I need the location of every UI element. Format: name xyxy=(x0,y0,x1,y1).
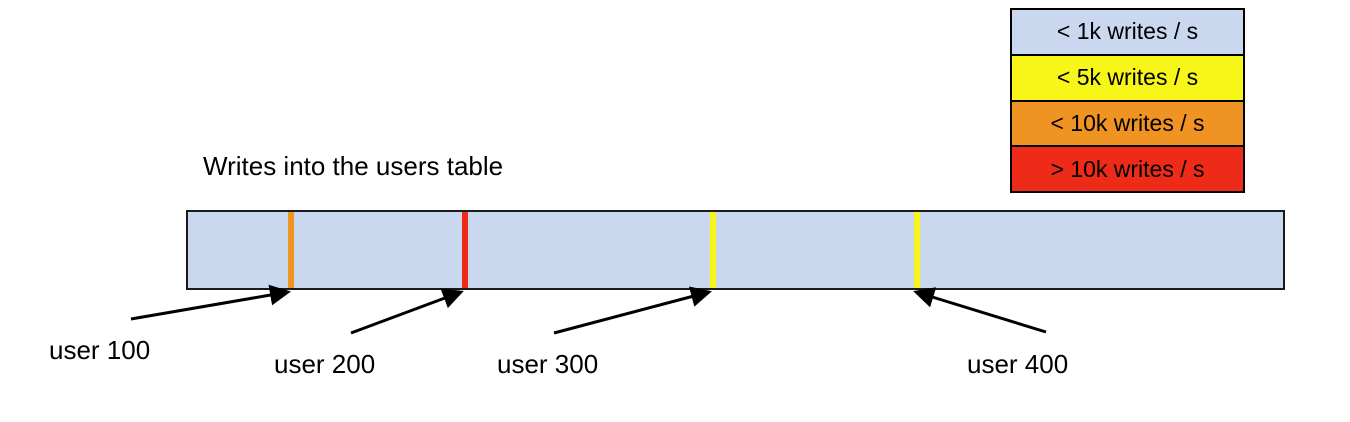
legend-row-under-10k: < 10k writes / s xyxy=(1012,101,1243,148)
callout-label-user-100: user 100 xyxy=(49,335,151,365)
legend-label-over-10k: > 10k writes / s xyxy=(1050,155,1205,182)
legend: < 1k writes / s < 5k writes / s < 10k wr… xyxy=(1010,8,1245,193)
chart-title: Writes into the users table xyxy=(203,151,504,181)
users-table-range-bar xyxy=(186,210,1285,290)
legend-label-under-1k: < 1k writes / s xyxy=(1056,18,1199,45)
callout-arrow-user-400 xyxy=(913,287,1047,334)
legend-row-under-5k: < 5k writes / s xyxy=(1012,55,1243,102)
legend-label-under-5k: < 5k writes / s xyxy=(1056,64,1199,91)
callout-label-user-300: user 300 xyxy=(497,349,599,379)
legend-row-over-10k: > 10k writes / s xyxy=(1012,147,1243,191)
callout-label-user-400: user 400 xyxy=(967,349,1069,379)
callout-arrow-user-100 xyxy=(130,284,291,321)
callout-arrow-user-300 xyxy=(553,286,712,335)
boundary-marker-user-100 xyxy=(288,212,294,288)
callout-label-user-200: user 200 xyxy=(274,349,376,379)
legend-label-under-10k: < 10k writes / s xyxy=(1050,109,1205,136)
legend-row-under-1k: < 1k writes / s xyxy=(1012,10,1243,56)
boundary-marker-user-400 xyxy=(914,212,920,288)
boundary-marker-user-300 xyxy=(710,212,716,288)
callout-arrow-user-200 xyxy=(350,288,464,335)
boundary-marker-user-200 xyxy=(462,212,468,288)
